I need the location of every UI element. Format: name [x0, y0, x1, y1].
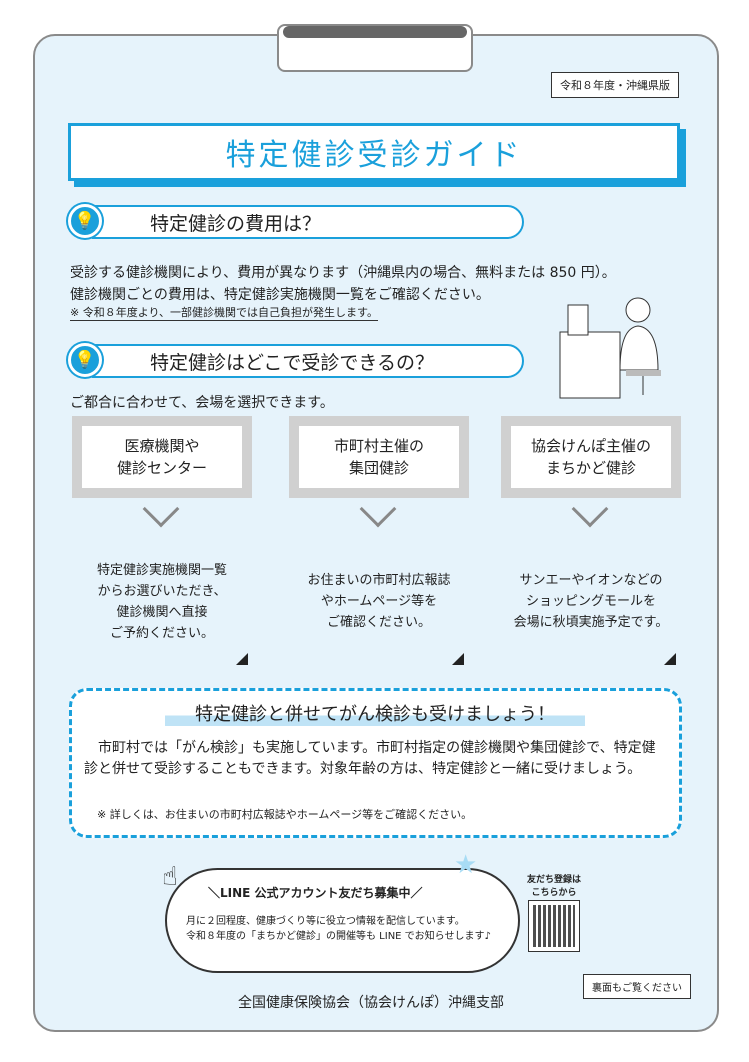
where-intro: ご都合に合わせて、会場を選択できます。 [70, 395, 334, 411]
section-heading-where: 特定健診はどこで受診できるの？ [92, 344, 524, 378]
line-speech-bubble [165, 868, 520, 973]
page-title: 特定健診受診ガイド [68, 123, 680, 181]
line-text: 月に２回程度、健康づくり等に役立つ情報を配信しています。令和８年度の「まちかど健… [186, 916, 491, 942]
line-qr-code[interactable] [528, 900, 580, 952]
lightbulb-icon: 💡 [68, 343, 102, 377]
option-medical: 医療機関や健診センター [72, 416, 252, 498]
option-machikado-desc: サンエーやイオンなどのショッピングモールを会場に秋頃実施予定です。 [513, 573, 669, 630]
lightbulb-icon: 💡 [68, 204, 102, 238]
section-heading-cost: 特定健診の費用は？ [92, 205, 524, 239]
qr-label: 友だち登録はこちらから [526, 875, 581, 898]
line-heading: ＼LINE 公式アカウント友だち募集中／ [208, 886, 423, 900]
corner-triangle-icon [452, 653, 464, 665]
cancer-note: ※ 詳しくは、お住まいの市町村広報誌やホームページ等をご確認ください。 [97, 808, 473, 821]
pointing-hand-icon: ☝ [162, 862, 178, 892]
corner-triangle-icon [236, 653, 248, 665]
clipboard-background [33, 34, 719, 1032]
option-machikado: 協会けんぽ主催のまちかど健診 [501, 416, 681, 498]
corner-triangle-icon [664, 653, 676, 665]
cancer-body: 市町村では「がん検診」も実施しています。市町村指定の健診機関や集団健診で、特定健… [84, 740, 656, 777]
option-municipal-desc: お住まいの市町村広報誌やホームページ等をご確認ください。 [307, 573, 451, 630]
cost-line-1: 受診する健診機関により、費用が異なります（沖縄県内の場合、無料または 850 円… [70, 265, 616, 281]
option-medical-desc: 特定健診実施機関一覧からお選びいただき、健診機関へ直接ご予約ください。 [96, 563, 227, 641]
edition-label: 令和８年度・沖縄県版 [551, 72, 679, 98]
cancer-heading: 特定健診と併せてがん検診も受けましょう！ [165, 700, 585, 726]
clipboard-clip-bar [283, 26, 467, 38]
back-page-note: 裏面もご覧ください [583, 974, 691, 999]
star-icon: ★ [454, 850, 478, 880]
footer-organization: 全国健康保険協会（協会けんぽ）沖縄支部 [238, 995, 504, 1011]
option-municipal: 市町村主催の集団健診 [289, 416, 469, 498]
doctor-illustration [559, 297, 661, 399]
cost-line-2: 健診機関ごとの費用は、特定健診実施機関一覧をご確認ください。 [70, 287, 490, 303]
cost-note: ※ 令和８年度より、一部健診機関では自己負担が発生します。 [70, 306, 378, 321]
